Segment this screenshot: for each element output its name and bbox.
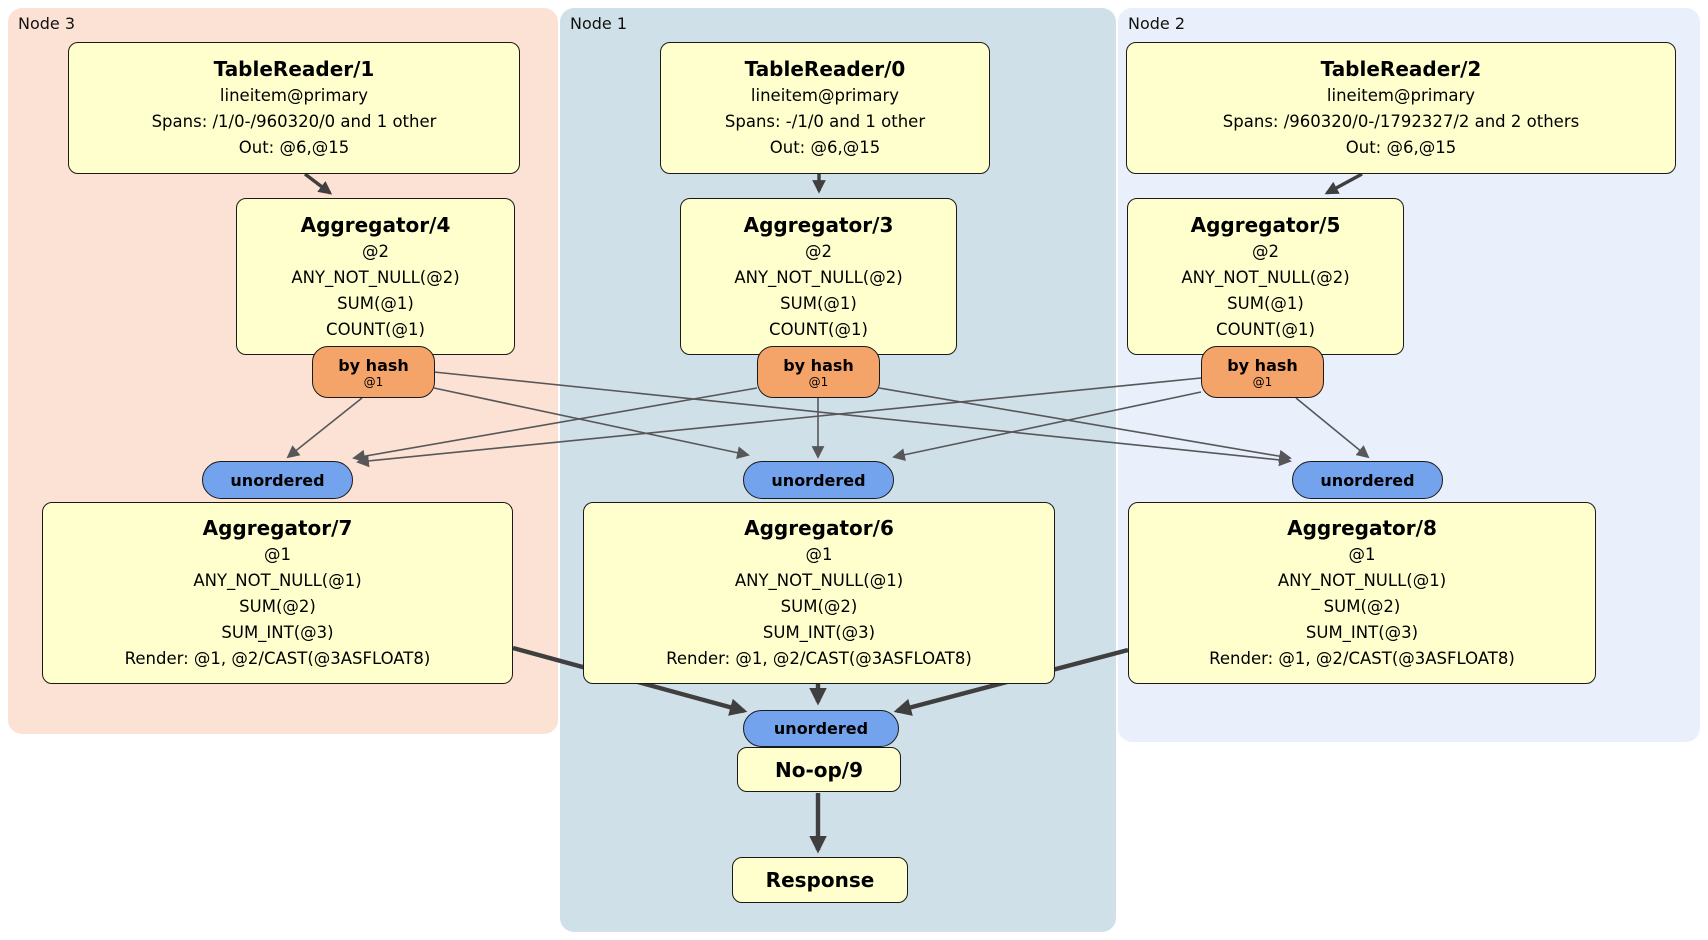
aggregator-6-title: Aggregator/6	[744, 516, 894, 540]
noop-box: No-op/9	[737, 747, 901, 792]
aggregator-7-group: @1	[264, 545, 291, 564]
response-title: Response	[765, 868, 875, 892]
aggregator-5-fn1: ANY_NOT_NULL(@2)	[1181, 267, 1350, 287]
aggregator-7-title: Aggregator/7	[202, 516, 353, 540]
node1-label: Node 1	[570, 14, 628, 33]
node3-label: Node 3	[18, 14, 76, 33]
tablereader-0-out: Out: @6,@15	[769, 138, 881, 157]
aggregator-8-fn1: ANY_NOT_NULL(@1)	[1277, 571, 1447, 590]
aggregator-8-fn2: SUM(@2)	[1323, 597, 1401, 616]
hash-router-node1-label: by hash	[783, 355, 854, 375]
aggregator-4-fn3: COUNT(@1)	[326, 319, 425, 339]
hash-router-node3-column: @1	[363, 374, 384, 389]
aggregator-4-box: Aggregator/4 @2 ANY_NOT_NULL(@2) SUM(@1)…	[236, 198, 515, 355]
tablereader-0-index: lineitem@primary	[750, 86, 900, 105]
aggregator-4-fn2: SUM(@1)	[337, 293, 414, 313]
aggregator-5-fn2: SUM(@1)	[1227, 293, 1304, 313]
unordered-sync-node1: unordered	[743, 461, 894, 499]
aggregator-5-group: @2	[1252, 241, 1279, 261]
tablereader-2-spans: Spans: /960320/0-/1792327/2 and 2 others	[1222, 112, 1580, 131]
aggregator-4-fn1: ANY_NOT_NULL(@2)	[291, 267, 460, 287]
response-box: Response	[732, 857, 908, 903]
tablereader-2-title: TableReader/2	[1320, 57, 1482, 81]
hash-router-node3: by hash @1	[312, 346, 435, 398]
aggregator-7-fn3: SUM_INT(@3)	[221, 623, 334, 642]
tablereader-0-spans: Spans: -/1/0 and 1 other	[724, 112, 926, 131]
tablereader-2-out: Out: @6,@15	[1345, 138, 1457, 157]
node2-label: Node 2	[1128, 14, 1186, 33]
aggregator-5-box: Aggregator/5 @2 ANY_NOT_NULL(@2) SUM(@1)…	[1127, 198, 1404, 355]
aggregator-3-fn3: COUNT(@1)	[769, 319, 868, 339]
aggregator-7-render: Render: @1, @2/CAST(@3ASFLOAT8)	[124, 649, 431, 668]
aggregator-8-group: @1	[1348, 545, 1376, 564]
aggregator-6-fn2: SUM(@2)	[780, 597, 858, 616]
aggregator-8-box: Aggregator/8 @1 ANY_NOT_NULL(@1) SUM(@2)…	[1128, 502, 1596, 684]
aggregator-8-fn3: SUM_INT(@3)	[1305, 623, 1419, 642]
unordered-sync-final-label: unordered	[773, 719, 869, 738]
router-to-sync-edges	[286, 371, 1370, 468]
aggregator-6-box: Aggregator/6 @1 ANY_NOT_NULL(@1) SUM(@2)…	[583, 502, 1055, 684]
aggregator-3-fn1: ANY_NOT_NULL(@2)	[734, 267, 903, 287]
aggregator-3-group: @2	[805, 241, 832, 261]
aggregator-6-render: Render: @1, @2/CAST(@3ASFLOAT8)	[666, 649, 972, 668]
tablereader-0-box: TableReader/0 lineitem@primary Spans: -/…	[660, 42, 990, 174]
tablereader-2-index: lineitem@primary	[1326, 86, 1476, 105]
aggregator-3-title: Aggregator/3	[743, 212, 894, 237]
hash-router-node2-column: @1	[1252, 374, 1273, 389]
aggregator-5-title: Aggregator/5	[1190, 212, 1341, 237]
aggregator-5-fn3: COUNT(@1)	[1216, 319, 1315, 339]
tablereader-1-out: Out: @6,@15	[238, 138, 350, 157]
aggregator-4-title: Aggregator/4	[300, 212, 451, 237]
aggregator-7-fn2: SUM(@2)	[239, 597, 316, 616]
unordered-sync-final: unordered	[743, 710, 899, 747]
aggregator-8-title: Aggregator/8	[1287, 516, 1437, 540]
aggregator-8-render: Render: @1, @2/CAST(@3ASFLOAT8)	[1209, 649, 1515, 668]
tablereader-1-spans: Spans: /1/0-/960320/0 and 1 other	[151, 112, 437, 131]
aggregator-6-fn3: SUM_INT(@3)	[762, 623, 876, 642]
hash-router-node3-label: by hash	[338, 355, 409, 375]
tablereader-0-title: TableReader/0	[744, 57, 906, 81]
aggregator-6-group: @1	[805, 545, 833, 564]
noop-title: No-op/9	[774, 757, 864, 782]
aggregator-3-box: Aggregator/3 @2 ANY_NOT_NULL(@2) SUM(@1)…	[680, 198, 957, 355]
aggregator-7-box: Aggregator/7 @1 ANY_NOT_NULL(@1) SUM(@2)…	[42, 502, 513, 684]
hash-router-node2-label: by hash	[1227, 355, 1298, 375]
tablereader-1-box: TableReader/1 lineitem@primary Spans: /1…	[68, 42, 520, 174]
unordered-sync-node1-label: unordered	[771, 470, 866, 490]
unordered-sync-node2: unordered	[1292, 461, 1443, 499]
tablereader-1-index: lineitem@primary	[219, 86, 369, 105]
hash-router-node2: by hash @1	[1201, 346, 1324, 398]
hash-router-node1: by hash @1	[757, 346, 880, 398]
unordered-sync-node2-label: unordered	[1320, 470, 1415, 490]
hash-router-node1-column: @1	[808, 374, 829, 389]
aggregator-3-fn2: SUM(@1)	[780, 293, 857, 313]
unordered-sync-node3: unordered	[202, 461, 353, 499]
aggregator-6-fn1: ANY_NOT_NULL(@1)	[734, 571, 904, 590]
tablereader-2-box: TableReader/2 lineitem@primary Spans: /9…	[1126, 42, 1676, 174]
unordered-sync-node3-label: unordered	[230, 470, 325, 490]
tablereader-1-title: TableReader/1	[213, 57, 375, 81]
aggregator-7-fn1: ANY_NOT_NULL(@1)	[193, 571, 362, 590]
aggregator-4-group: @2	[362, 241, 389, 261]
tablereader-to-aggregator-edges	[303, 172, 1363, 195]
